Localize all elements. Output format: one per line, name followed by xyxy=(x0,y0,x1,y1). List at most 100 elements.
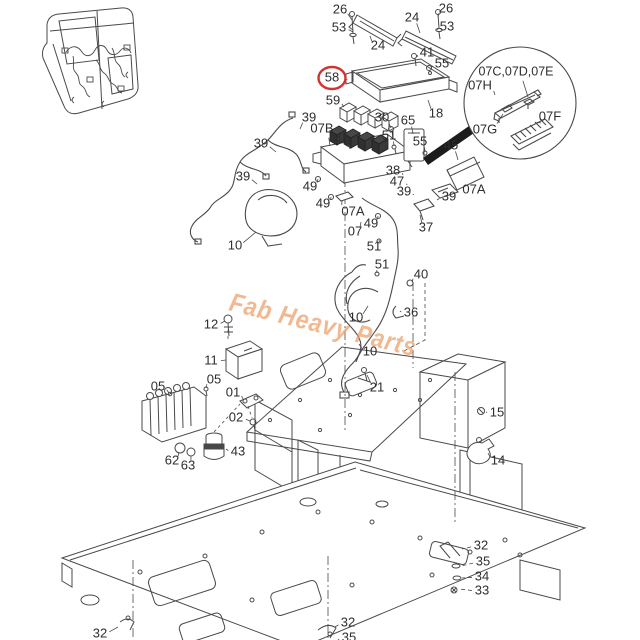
part-callout-07G: 07G xyxy=(473,121,498,136)
part-callout-53: 53 xyxy=(332,19,346,34)
leader-line xyxy=(225,448,229,451)
part-callout-10: 10 xyxy=(363,343,377,358)
leader-line xyxy=(424,147,426,153)
part-callout-12: 12 xyxy=(204,316,218,331)
part-callout-49: 49 xyxy=(303,178,317,193)
part-callout-39: 39 xyxy=(302,109,316,124)
part-callout-07C-07D-07E: 07C,07D,07E xyxy=(478,64,553,78)
part-callout-55: 55 xyxy=(435,55,449,70)
part-callout-33: 33 xyxy=(475,582,489,597)
part-callout-47: 47 xyxy=(390,173,404,188)
part-callout-39: 39 xyxy=(442,188,456,203)
part-callout-36: 36 xyxy=(404,304,418,319)
leader-line xyxy=(359,221,362,227)
leader-line xyxy=(430,65,433,69)
leader-line xyxy=(205,384,208,389)
wiring-harnesses xyxy=(189,111,435,399)
leader-line xyxy=(393,141,395,147)
part-callout-34: 34 xyxy=(475,568,489,583)
part-callout-32: 32 xyxy=(93,625,107,640)
part-callout-51: 51 xyxy=(382,127,396,142)
part-callout-26: 26 xyxy=(439,0,453,15)
part-callout-63: 63 xyxy=(181,457,195,472)
part-callout-07F: 07F xyxy=(539,108,561,123)
leader-line xyxy=(358,343,363,349)
leader-line xyxy=(378,239,381,243)
leader-line xyxy=(456,190,459,193)
part-callout-24: 24 xyxy=(405,9,419,24)
leader-line xyxy=(220,359,227,361)
leader-line xyxy=(412,193,414,196)
leader-line xyxy=(330,196,332,201)
cab-wiring-squiggle xyxy=(61,44,132,108)
part-callout-07B: 07B xyxy=(310,120,333,135)
leader-line xyxy=(388,122,392,129)
part-callout-35: 35 xyxy=(342,629,356,640)
leader-line xyxy=(109,626,119,633)
part-callout-39: 39 xyxy=(397,183,411,198)
leader-line xyxy=(493,90,496,96)
part-callout-49: 49 xyxy=(316,195,330,210)
leader-line xyxy=(362,305,369,315)
leader-line xyxy=(496,113,504,124)
leader-line xyxy=(332,624,339,629)
part-callout-21: 21 xyxy=(370,379,384,394)
part-callout-45: 45 xyxy=(444,137,458,152)
leader-line xyxy=(251,179,258,185)
part-callout-53: 53 xyxy=(440,18,454,33)
part-callout-30: 30 xyxy=(375,109,389,124)
part-callout-39: 39 xyxy=(236,168,250,183)
leader-line xyxy=(177,451,180,457)
part-callout-37: 37 xyxy=(419,219,433,234)
part-callout-55: 55 xyxy=(413,133,427,148)
cab-drawing xyxy=(42,7,139,115)
leader-line xyxy=(416,23,421,34)
leader-line xyxy=(166,389,170,394)
part-callout-39: 39 xyxy=(254,135,268,150)
part-callout-43: 43 xyxy=(231,443,245,458)
leader-line xyxy=(245,418,251,422)
leader-line xyxy=(437,13,440,18)
controller-assembly xyxy=(312,9,485,199)
part-callout-10: 10 xyxy=(349,309,363,324)
fasteners xyxy=(119,367,495,639)
part-callout-11: 11 xyxy=(204,352,218,367)
part-callout-07: 07 xyxy=(348,223,362,238)
part-callout-02: 02 xyxy=(229,409,243,424)
part-callout-47: 47 xyxy=(335,131,349,146)
part-callout-07A: 07A xyxy=(341,203,364,218)
part-callout-14: 14 xyxy=(491,452,505,467)
part-callout-62: 62 xyxy=(165,452,179,467)
leader-line xyxy=(348,29,354,33)
part-callout-65: 65 xyxy=(401,112,415,127)
leader-line xyxy=(461,576,473,579)
leader-line xyxy=(485,411,488,413)
part-callout-58: 58 xyxy=(325,69,339,84)
centerlines xyxy=(132,178,456,640)
leader-line xyxy=(416,55,419,58)
leader-line xyxy=(455,151,459,161)
leader-line xyxy=(269,146,277,153)
highlight-circle-58 xyxy=(317,65,347,91)
leader-line xyxy=(460,562,474,567)
part-callout-01: 01 xyxy=(226,384,240,399)
leader-line xyxy=(347,13,353,21)
inset-pointer-wedge xyxy=(423,126,474,165)
leader-line xyxy=(436,198,440,201)
part-callout-07H: 07H xyxy=(468,77,492,92)
leader-line xyxy=(366,374,372,384)
part-callout-18: 18 xyxy=(429,105,443,120)
part-callout-51: 51 xyxy=(367,238,381,253)
part-callout-51: 51 xyxy=(375,256,389,271)
leader-line xyxy=(411,126,414,135)
part-callout-32: 32 xyxy=(474,537,488,552)
leader-line xyxy=(241,395,244,400)
leader-line xyxy=(419,214,423,223)
valve-and-sensor-parts xyxy=(141,314,264,460)
part-callout-40: 40 xyxy=(414,266,428,281)
leader-line xyxy=(458,588,473,591)
part-callout-35: 35 xyxy=(476,553,490,568)
